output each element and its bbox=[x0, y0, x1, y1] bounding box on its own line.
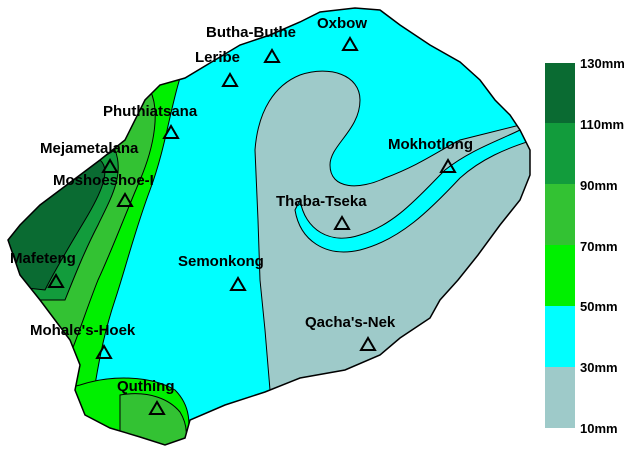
station-label-mokhotlong: Mokhotlong bbox=[388, 136, 473, 153]
station-label-leribe: Leribe bbox=[195, 49, 240, 66]
station-label-mohales-hoek: Mohale's-Hoek bbox=[30, 322, 136, 339]
station-marker-mafeteng bbox=[47, 273, 65, 288]
station-marker-butha-buthe bbox=[263, 48, 281, 63]
station-labels: Butha-Buthe Oxbow Leribe Phuthiatsana Me… bbox=[10, 15, 473, 395]
legend-band-30-50 bbox=[545, 306, 575, 367]
rainfall-zones bbox=[8, 8, 530, 445]
station-label-thaba-tseka: Thaba-Tseka bbox=[276, 193, 367, 210]
legend-tick-50: 50mm bbox=[580, 299, 618, 314]
legend: 130mm 110mm 90mm 70mm 50mm 30mm 10mm bbox=[545, 56, 625, 436]
legend-tick-70: 70mm bbox=[580, 239, 618, 254]
legend-tick-30: 30mm bbox=[580, 360, 618, 375]
station-marker-mejametalana bbox=[101, 158, 119, 173]
legend-band-70-90 bbox=[545, 184, 575, 245]
station-marker-qachas-nek bbox=[359, 336, 377, 351]
station-label-quthing: Quthing bbox=[117, 378, 174, 395]
station-label-mafeteng: Mafeteng bbox=[10, 250, 76, 267]
legend-tick-130: 130mm bbox=[580, 56, 625, 71]
station-marker-leribe bbox=[221, 72, 239, 87]
station-marker-moshoeshoe bbox=[116, 192, 134, 207]
station-marker-quthing bbox=[148, 400, 166, 415]
station-label-qachas-nek: Qacha's-Nek bbox=[305, 314, 396, 331]
station-marker-mokhotlong bbox=[439, 158, 457, 173]
station-label-oxbow: Oxbow bbox=[317, 15, 367, 32]
station-label-moshoeshoe: Moshoeshoe-I bbox=[53, 172, 154, 189]
station-label-semonkong: Semonkong bbox=[178, 253, 264, 270]
station-markers bbox=[47, 36, 457, 415]
legend-tick-110: 110mm bbox=[580, 117, 624, 132]
legend-band-50-70 bbox=[545, 245, 575, 306]
legend-band-10-30 bbox=[545, 367, 575, 428]
station-marker-semonkong bbox=[229, 276, 247, 291]
country-outline bbox=[7, 7, 531, 446]
zone-30-50-pocket bbox=[294, 124, 530, 253]
station-label-butha-buthe: Butha-Buthe bbox=[206, 24, 296, 41]
legend-tick-90: 90mm bbox=[580, 178, 618, 193]
station-marker-mohales-hoek bbox=[95, 344, 113, 359]
station-marker-oxbow bbox=[341, 36, 359, 51]
station-marker-phuthiatsana bbox=[162, 124, 180, 139]
legend-band-110-130 bbox=[545, 63, 575, 123]
station-label-phuthiatsana: Phuthiatsana bbox=[103, 103, 198, 120]
station-label-mejametalana: Mejametalana bbox=[40, 140, 139, 157]
legend-tick-10: 10mm bbox=[580, 421, 618, 436]
station-marker-thaba-tseka bbox=[333, 215, 351, 230]
legend-band-90-110 bbox=[545, 123, 575, 184]
